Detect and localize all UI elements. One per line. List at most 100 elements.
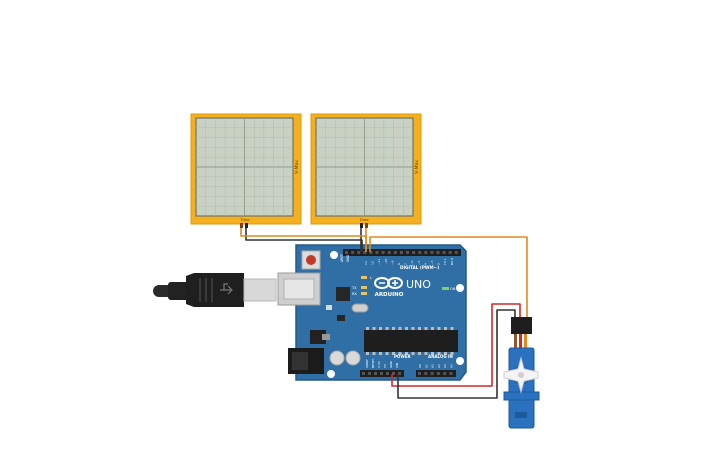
digital-pin-label: 8 [397,263,401,265]
smd-chip [337,315,345,321]
header-pin-hole[interactable] [442,251,446,254]
header-pin-hole[interactable] [380,372,383,375]
header-pin-hole[interactable] [424,372,428,375]
digital-pin-label: ~11 [377,259,381,265]
header-pin-hole[interactable] [345,251,348,254]
header-pin-hole[interactable] [357,251,361,254]
usb-cable[interactable] [153,273,277,307]
digital-pin-label: 13 [364,261,368,265]
oscilloscope-grid [316,118,413,216]
tx-led [361,286,367,289]
header-pin-hole[interactable] [406,251,409,254]
oscilloscope-1[interactable]: V-Max Time [190,113,302,228]
on-led-label: ON [450,287,456,291]
header-pin-hole[interactable] [386,372,389,375]
digital-pin-label: 7 [404,263,408,265]
wire-black-servo-gnd[interactable] [397,309,516,399]
chip-pin [385,352,389,355]
wires [240,228,528,399]
header-pin-hole[interactable] [430,372,434,375]
header-pin-hole[interactable] [448,251,452,254]
l-led [361,276,367,279]
chip-pins-bottom [366,352,454,355]
mount-hole [327,370,335,378]
on-led [442,287,449,290]
header-pin-hole[interactable] [351,251,355,254]
chip-pin [431,352,434,355]
usb-symbol-icon [220,283,233,295]
oscilloscope-terminal-neg[interactable] [360,223,363,228]
chip-pin [379,352,382,355]
header-pin-hole[interactable] [418,251,422,254]
servo-shaft [518,372,524,378]
header-pin-hole[interactable] [362,372,365,375]
usb-chip [336,287,350,301]
header-pin-hole[interactable] [381,251,385,254]
header-pin-hole[interactable] [375,251,379,254]
usb-metal-shell [243,278,277,302]
header-pin-hole[interactable] [374,372,377,375]
header-pin-hole[interactable] [412,251,416,254]
reset-button-cap[interactable] [306,255,316,265]
digital-pin-label: ~5 [417,260,421,265]
header-pin-hole[interactable] [369,251,373,254]
oscilloscope-vmax-label: V-Max [414,160,420,174]
reset-pin-label: RESET [371,358,375,368]
power-header-label: POWER [394,354,411,359]
power-pin-labels: IOREF RESET 3.3V 5V GND VIN [365,358,399,368]
wire-red-servo-power[interactable] [391,303,521,387]
mount-hole [456,284,464,292]
header-pin-hole[interactable] [363,251,367,254]
header-pin-hole[interactable] [398,372,401,375]
digital-pin-label: ~3 [430,260,434,265]
servo-connector[interactable] [511,317,532,334]
analog-pin-label: A0 [418,364,422,368]
header-pin-hole[interactable] [430,251,434,254]
usb-b-port-inner [283,278,315,300]
v5-pin-label: 5V [383,363,387,368]
header-pin-hole[interactable] [436,251,440,254]
header-pin-hole[interactable] [424,251,428,254]
analog-pin-label: A2 [431,364,435,368]
servo-mount-tabs [503,391,540,401]
wire-black-scope1-gnd[interactable] [245,228,363,252]
servo-lead-red [519,334,522,348]
rx-led [361,292,367,295]
chip-pins-top [366,327,454,330]
header-pin-hole[interactable] [368,372,371,375]
header-pin-hole[interactable] [387,251,391,254]
header-pin-hole[interactable] [436,372,440,375]
oscilloscope-2[interactable]: V-Max Time [310,113,422,228]
voltage-regulator [310,330,326,344]
chip-pin [372,327,376,330]
analog-header[interactable] [416,370,456,377]
servo-lead-brown [514,334,517,348]
digital-pin-label: ~10 [384,259,388,265]
header-pin-hole[interactable] [443,372,447,375]
analog-pin-label: A5 [450,364,454,368]
analog-header-holes [418,372,453,375]
crystal-oscillator [351,303,369,313]
servo-motor[interactable] [503,317,540,429]
mount-hole [456,357,464,365]
header-pin-hole[interactable] [399,251,403,254]
gnd-pin-label: GND [389,360,393,368]
digital-pin-label: 12 [371,261,375,265]
arduino-logo-text: ARDUINO [375,292,404,298]
header-pin-hole[interactable] [393,251,397,254]
oscilloscope-terminal-neg[interactable] [245,223,248,228]
chip-pin [450,352,454,355]
oscilloscope-terminal-pos[interactable] [240,223,243,228]
header-pin-hole[interactable] [392,372,395,375]
chip-pin [405,327,408,330]
power-jack-inner [292,352,308,370]
wire-orange-servo-signal[interactable] [369,236,528,318]
header-pin-hole[interactable] [454,251,458,254]
oscilloscope-terminal-pos[interactable] [365,223,368,228]
header-pin-hole[interactable] [449,372,453,375]
header-pin-hole[interactable] [418,372,421,375]
